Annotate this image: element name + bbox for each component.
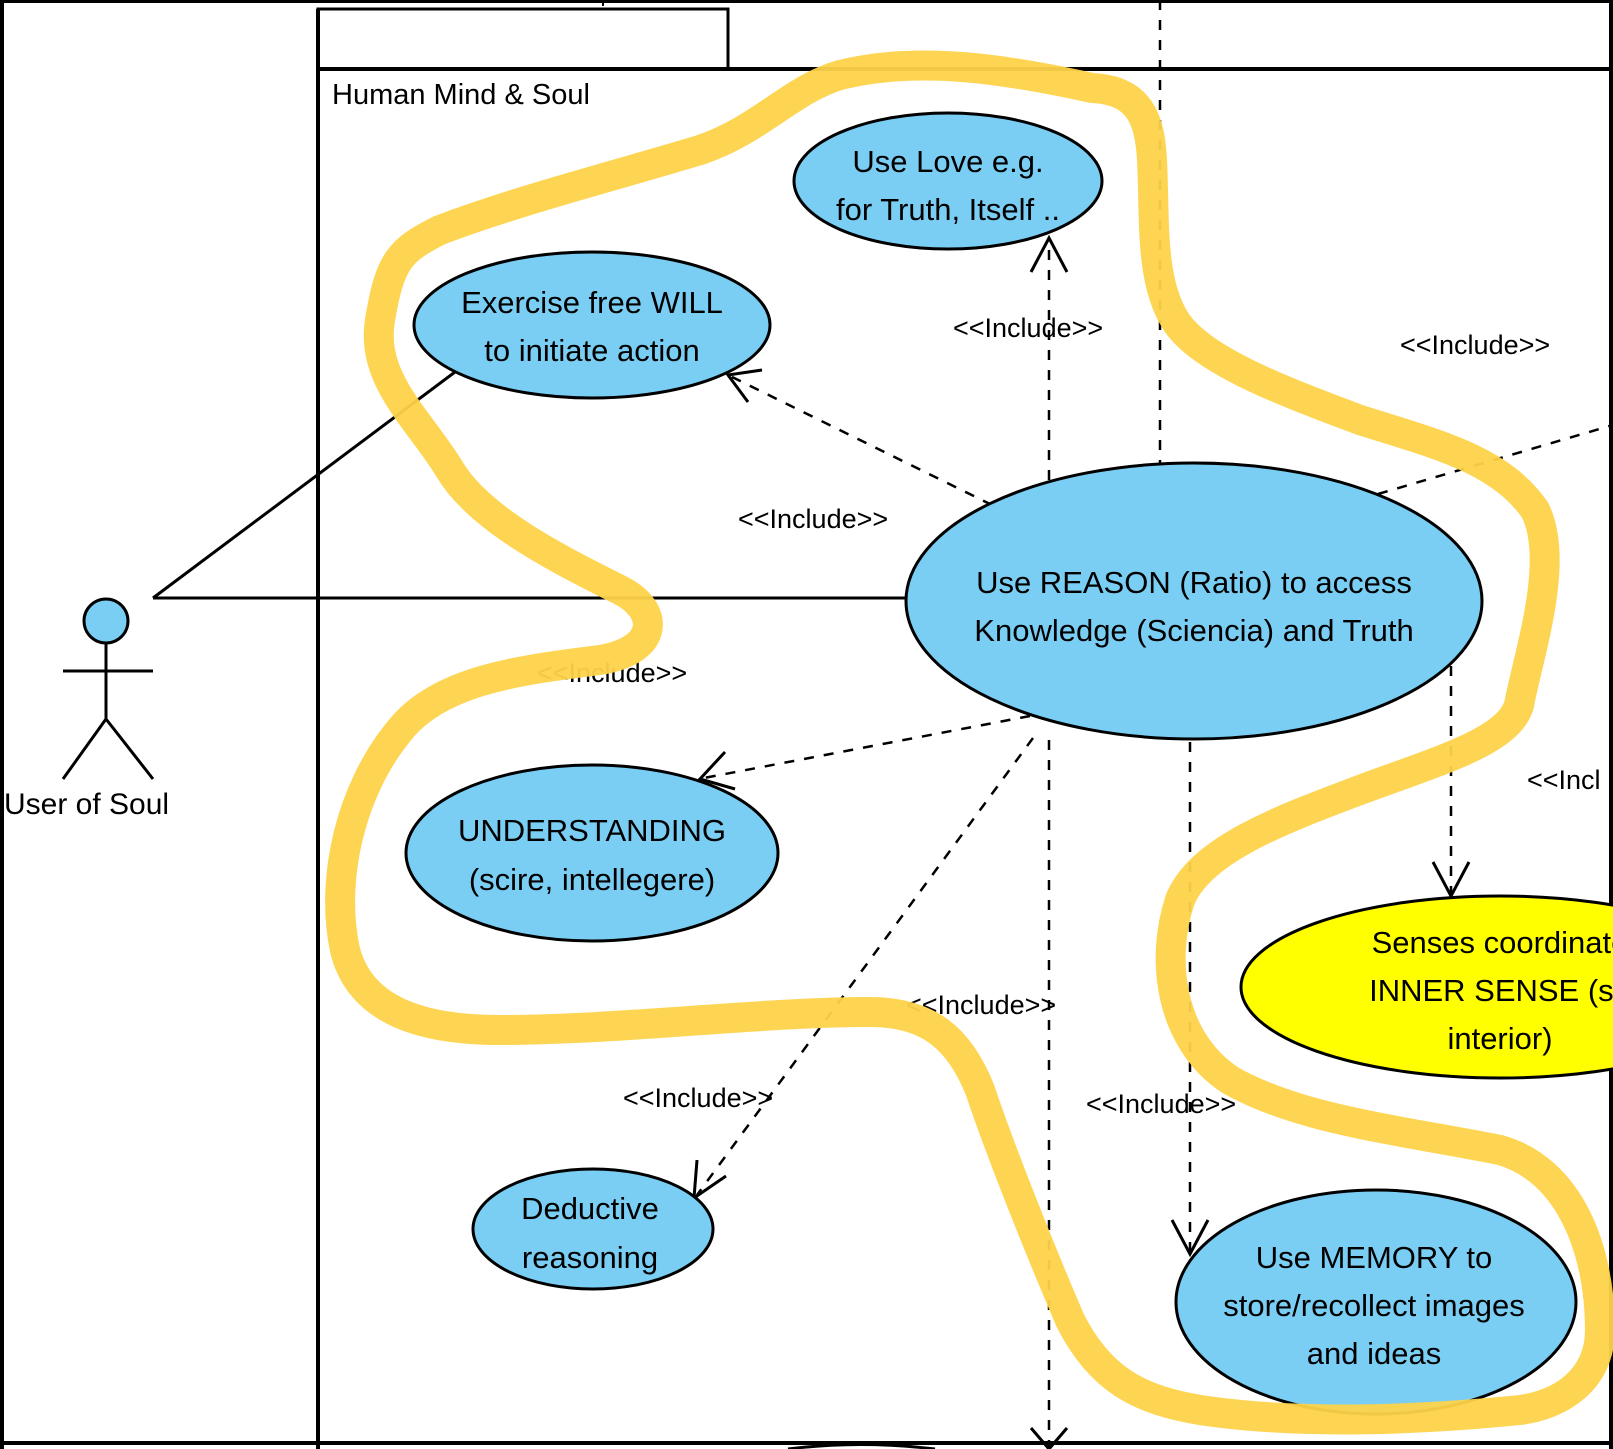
usecase-love[interactable]: Use Love e.g. for Truth, Itself .. xyxy=(792,111,1104,251)
include-label-love: <<Include>> xyxy=(953,313,1103,343)
system-boundary-tab xyxy=(316,7,730,71)
usecase-reason[interactable]: Use REASON (Ratio) to access Knowledge (… xyxy=(904,461,1484,741)
usecase-inner-sense-line-1: Senses coordinate xyxy=(1372,925,1613,960)
include-label-deductive: <<Include>> xyxy=(623,1083,773,1113)
usecase-understanding-shape xyxy=(404,763,780,943)
usecase-will[interactable]: Exercise free WILL to initiate action xyxy=(412,250,772,400)
associations xyxy=(152,370,908,600)
usecase-understanding[interactable]: UNDERSTANDING (scire, intellegere) xyxy=(404,763,780,943)
usecase-memory-line-2: store/recollect images xyxy=(1223,1288,1525,1323)
arrowhead-understanding xyxy=(697,750,736,791)
usecase-memory[interactable]: Use MEMORY to store/recollect images and… xyxy=(1174,1188,1578,1416)
include-label-memory: <<Include>> xyxy=(1086,1089,1236,1119)
system-boundary-title: Human Mind & Soul xyxy=(332,79,590,111)
include-line-deductive[interactable] xyxy=(695,737,1035,1196)
usecase-inner-sense-line-2: INNER SENSE (se xyxy=(1369,973,1613,1008)
usecase-reason-line-2: Knowledge (Sciencia) and Truth xyxy=(974,613,1413,648)
usecase-understanding-line-1: UNDERSTANDING xyxy=(458,813,726,848)
usecase-memory-line-3: and ideas xyxy=(1307,1336,1441,1371)
stereotype-labels: <<Include>> <<Include>> <<Include>> <<In… xyxy=(537,313,1601,1119)
usecase-reason-shape xyxy=(904,461,1484,741)
arrowhead-bottom xyxy=(1029,1427,1069,1449)
actor-left-leg xyxy=(61,718,108,780)
include-label-will: <<Include>> xyxy=(738,504,888,534)
arrowhead-love xyxy=(1029,234,1069,273)
usecase-deductive[interactable]: Deductive reasoning xyxy=(471,1167,715,1291)
usecase-memory-line-1: Use MEMORY to xyxy=(1256,1240,1493,1275)
include-line-understanding[interactable] xyxy=(703,714,1031,780)
include-label-right: <<Include>> xyxy=(1400,330,1550,360)
offscreen-usecase-edge xyxy=(787,1443,936,1449)
include-line-will[interactable] xyxy=(727,373,993,507)
actor-user-of-soul[interactable]: User of Soul xyxy=(4,597,169,821)
arrowhead-will xyxy=(725,368,763,403)
usecase-understanding-line-2: (scire, intellegere) xyxy=(469,862,715,897)
freehand-highlight-annotation xyxy=(325,50,1613,1435)
actor-right-leg xyxy=(104,718,155,780)
usecase-love-shape xyxy=(792,111,1104,251)
arrowhead-inner-sense xyxy=(1431,861,1471,900)
actor-name: User of Soul xyxy=(4,788,169,821)
usecase-will-line-1: Exercise free WILL xyxy=(461,285,723,320)
arrowhead-memory xyxy=(1170,1219,1210,1258)
usecase-love-line-1: Use Love e.g. xyxy=(852,144,1043,179)
usecase-deductive-line-1: Deductive xyxy=(521,1191,659,1226)
usecase-deductive-shape xyxy=(471,1167,715,1291)
system-boundary[interactable]: Human Mind & Soul xyxy=(316,7,1613,1449)
usecase-inner-sense[interactable]: Senses coordinate INNER SENSE (se interi… xyxy=(1239,894,1613,1080)
include-label-inner-sense: <<Incl xyxy=(1527,765,1601,795)
usecase-will-line-2: to initiate action xyxy=(484,333,699,368)
usecase-inner-sense-line-3: interior) xyxy=(1447,1021,1552,1056)
usecase-inner-sense-shape xyxy=(1239,894,1613,1080)
usecase-love-line-2: for Truth, Itself .. xyxy=(836,192,1060,227)
usecase-reason-line-1: Use REASON (Ratio) to access xyxy=(976,565,1412,600)
usecase-deductive-line-2: reasoning xyxy=(522,1240,658,1275)
actor-head xyxy=(82,597,130,645)
usecase-will-shape xyxy=(412,250,772,400)
